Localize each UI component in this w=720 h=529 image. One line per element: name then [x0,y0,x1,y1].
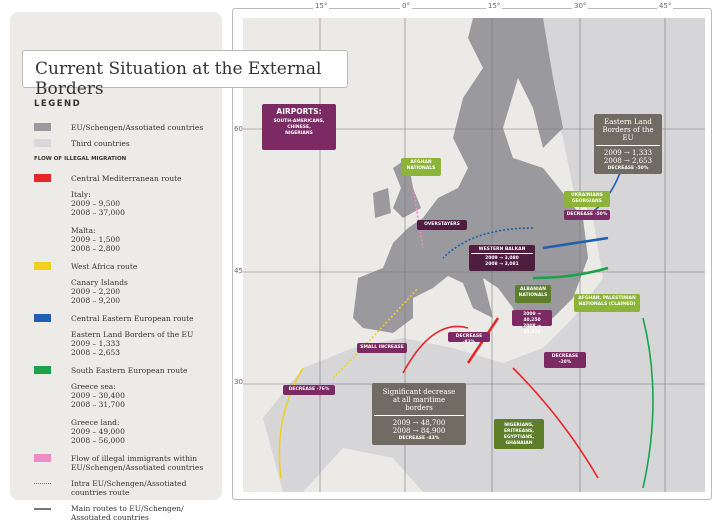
eastern-2009: 2009 → 1,333 [603,149,653,157]
legend-intra: Intra EU/Schengen/Assotiated countries r… [71,479,187,497]
small-increase-box: SMALL INCREASE [357,343,407,353]
airports-title: AIRPORTS: [276,107,322,116]
eastern-title: Eastern Land Borders of the EU [596,118,660,146]
eastern-borders-box: Eastern Land Borders of the EU 2009 → 1,… [594,114,662,174]
route-label: Central Eastern European route [71,314,194,323]
route-detail-line: 2009 – 1,500 [71,235,121,244]
maritime-2009: 2009 → 48,700 [392,419,446,427]
route-detail-line: 2008 – 31,700 [71,400,125,409]
maritime-decrease: DECREASE -43% [398,436,440,441]
route-detail-line: 2009 – 2,200 [71,287,121,296]
afghan-box: AFGHAN NATIONALS [401,158,441,176]
legend-main: Main routes to EU/Schengen/ Assotiated c… [71,504,184,522]
route-swatch [34,314,51,322]
greece-2008: 2008 → 45,070 [523,324,541,335]
route-detail-line: 2009 – 30,400 [71,391,125,400]
greece-2009: 2009 → 40,250 [523,312,541,323]
route-detail-line: Canary Islands [71,278,128,287]
legend-pink: Flow of illegal immigrants within EU/Sch… [71,454,204,472]
afghan-palestinian-box: AFGHAN, PALESTINIAN NATIONALS (CLAIMED) [574,294,640,312]
lat-label: 30° [234,378,247,386]
lon-label: 0° [400,2,412,10]
airports-box: AIRPORTS: SOUTH-AMERICANS, CHINESE, NIGE… [262,104,336,150]
route-detail-line: Malta: [71,226,96,235]
wb-2009: 2009 → 3,080 [485,256,519,261]
lon-label: 45° [657,2,674,10]
route-detail-line: 2008 – 9,200 [71,296,121,305]
route-detail-line: 2008 – 2,653 [71,348,121,357]
airports-line: CHINESE, [287,125,311,130]
western-balkan-box: WESTERN BALKAN 2009 → 3,080 2008 → 3,081 [469,245,535,271]
route-detail-line: 2009 – 49,000 [71,427,125,436]
route-label: Central Mediterranean route [71,174,182,183]
eu-swatch [34,123,51,131]
third-swatch [34,139,51,147]
legend-heading: LEGEND [34,99,82,109]
legend: LEGEND EU/Schengen/Assotiated countries … [34,100,219,529]
maritime-2008: 2008 → 84,900 [392,427,446,435]
maritime-box: Significant decrease at all maritime bor… [372,383,466,445]
nigerians-box: NIGERIANS, ERITREANS, EGYPTIANS, GHANAIA… [494,419,544,449]
route-detail-line: Italy: [71,190,91,199]
overstayers-box: OVERSTAYERS [417,220,467,230]
dotted-arrow-icon [34,483,51,484]
lon-label: 15° [486,2,503,10]
lat-label: 45° [234,267,247,275]
route-detail-line: 2008 – 56,000 [71,436,125,445]
route-detail-line: Eastern Land Borders of the EU [71,330,194,339]
page-title: Current Situation at the External Border… [22,50,348,99]
route-swatch [34,366,51,374]
route-detail-line: 2009 – 9,500 [71,199,121,208]
route-label: South Eastern European route [71,366,188,375]
pink-swatch [34,454,51,462]
decrease-20-box: DECREASE -20% [544,352,586,368]
decrease-83-box: DECREASE -83% [448,332,490,345]
route-label: West Africa route [71,262,138,271]
legend-panel [10,12,222,500]
legend-third: Third countries [71,139,130,148]
ireland [373,188,391,218]
wb-title: WESTERN BALKAN [471,247,533,254]
ukrainians-box: UKRAINIANS GEORGIANS [564,191,610,207]
maritime-title: Significant decrease at all maritime bor… [374,388,464,416]
route-detail-line: 2009 – 1,333 [71,339,121,348]
route-swatch [34,174,51,182]
airports-line: SOUTH-AMERICANS, [273,119,325,124]
decrease-50-box: DECREASE -50% [564,210,610,220]
great-britain [393,158,421,218]
lon-label: 30° [572,2,589,10]
solid-arrow-icon [34,508,51,510]
albanian-box: ALBANIAN NATIONALS [515,285,551,303]
eastern-decrease: DECREASE -50% [607,166,649,171]
route-detail-line: Greece sea: [71,382,116,391]
west-africa-arrow [278,367,304,479]
route-detail-line: 2008 – 37,000 [71,208,125,217]
flow-heading: FLOW OF ILLEGAL MIGRATION [34,156,127,162]
route-swatch [34,262,51,270]
greece-box: 2009 → 40,250 2008 → 45,070 [512,310,552,335]
eastern-2008: 2008 → 2,653 [603,157,653,165]
lon-label: 15° [313,2,330,10]
lat-label: 60° [234,125,247,133]
wb-2008: 2008 → 3,081 [485,262,519,267]
route-detail-line: 2008 – 2,800 [71,244,121,253]
airports-line: NIGERIANS [285,131,313,136]
decrease-76-box: DECREASE -76% [283,385,335,395]
route-detail-line: Greece land: [71,418,120,427]
legend-eu: EU/Schengen/Assotiated countries [71,123,204,132]
